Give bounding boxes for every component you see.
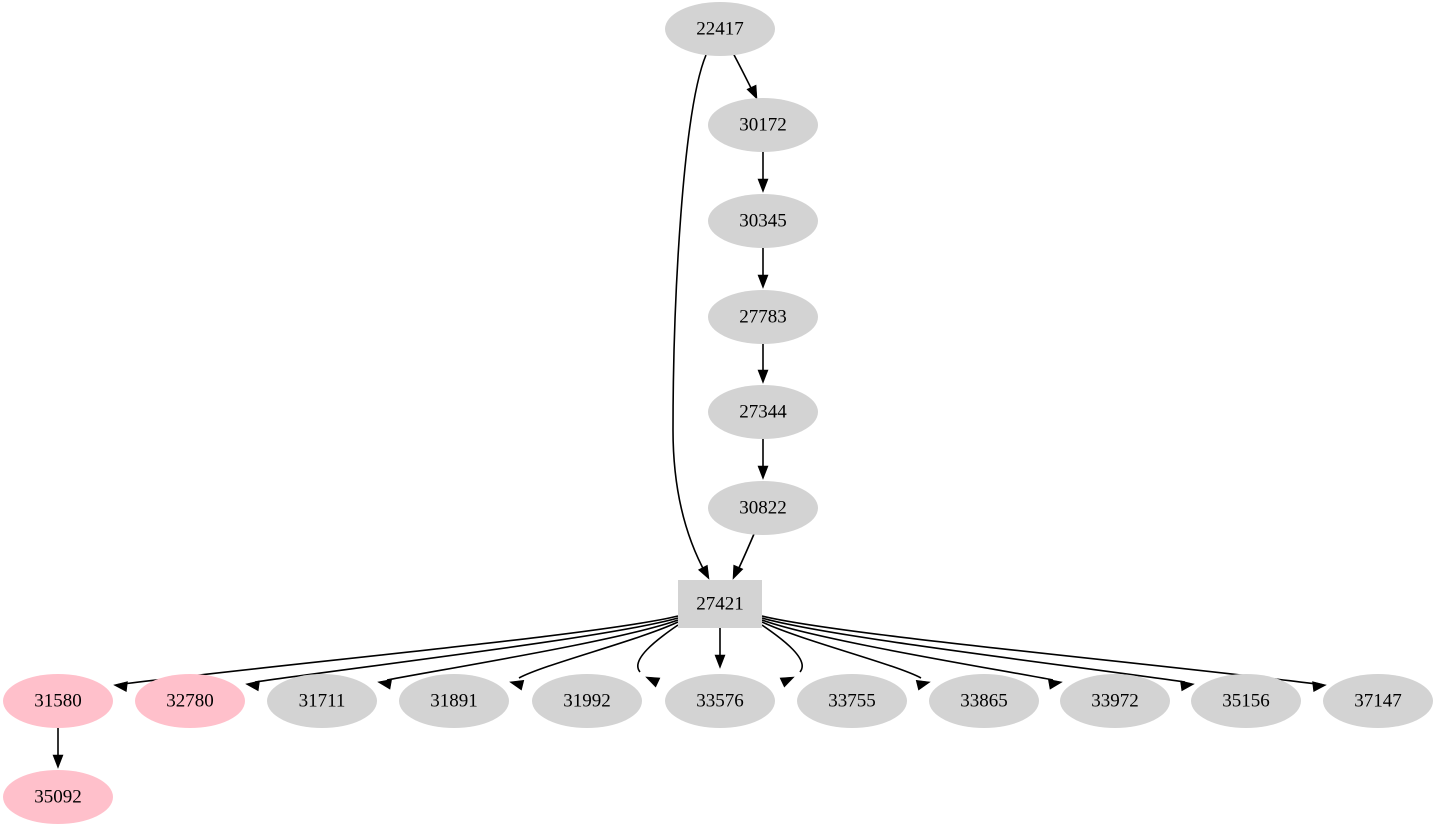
graph-edge (732, 533, 755, 580)
graph-node[interactable]: 33972 (1060, 674, 1170, 728)
edge-line (761, 624, 803, 673)
node-box-shape[interactable] (678, 580, 762, 628)
edge-arrowhead-icon (52, 754, 64, 769)
node-ellipse-shape[interactable] (1323, 674, 1433, 728)
nodes-layer: 22417 30172 30345 27783 27344 30822 27421 31580… (3, 2, 1433, 824)
graph-node[interactable]: 33755 (797, 674, 907, 728)
edge-line (761, 621, 922, 679)
graph-edge (761, 624, 803, 688)
edge-line (761, 617, 1186, 683)
edge-line (761, 619, 1054, 681)
graph-node[interactable]: 27783 (708, 290, 818, 344)
node-ellipse-shape[interactable] (708, 194, 818, 248)
edge-line (637, 624, 679, 673)
graph-node[interactable]: 30172 (708, 98, 818, 152)
node-ellipse-shape[interactable] (3, 674, 113, 728)
edge-arrowhead-icon (757, 178, 769, 193)
graph-edge (761, 619, 1063, 690)
graph-edge (509, 621, 679, 691)
graph-node[interactable]: 37147 (1323, 674, 1433, 728)
graph-edge (377, 619, 679, 690)
graph-node[interactable]: 35156 (1191, 674, 1301, 728)
graph-node[interactable]: 31711 (267, 674, 377, 728)
graph-edge (245, 617, 679, 692)
edge-line (761, 615, 1318, 685)
graph-edge (757, 344, 769, 384)
node-ellipse-shape[interactable] (708, 98, 818, 152)
graph-node[interactable]: 30822 (708, 481, 818, 535)
graph-edge (714, 628, 726, 669)
node-ellipse-shape[interactable] (267, 674, 377, 728)
edge-arrowhead-icon (732, 564, 744, 580)
node-ellipse-shape[interactable] (1191, 674, 1301, 728)
graph-edge (113, 615, 679, 693)
graph-edge (637, 624, 679, 688)
graph-edge (761, 617, 1195, 692)
node-ellipse-shape[interactable] (665, 674, 775, 728)
edge-arrowhead-icon (697, 564, 710, 580)
graph-edge (761, 621, 931, 691)
graph-node[interactable]: 35092 (3, 770, 113, 824)
edge-arrowhead-icon (645, 676, 661, 688)
node-ellipse-shape[interactable] (1060, 674, 1170, 728)
graph-node[interactable]: 27421 (678, 580, 762, 628)
graph-edge (757, 152, 769, 193)
node-ellipse-shape[interactable] (665, 2, 775, 56)
edge-line (518, 621, 679, 679)
edge-arrowhead-icon (714, 654, 726, 669)
node-ellipse-shape[interactable] (3, 770, 113, 824)
edge-arrowhead-icon (757, 274, 769, 289)
graph-node[interactable]: 31891 (399, 674, 509, 728)
node-ellipse-shape[interactable] (532, 674, 642, 728)
graph-node[interactable]: 27344 (708, 385, 818, 439)
edge-arrowhead-icon (1180, 680, 1195, 692)
graph-edge (672, 54, 710, 580)
edge-arrowhead-icon (509, 679, 525, 691)
edge-arrowhead-icon (746, 84, 758, 100)
edge-arrowhead-icon (757, 369, 769, 384)
graph-node[interactable]: 30345 (708, 194, 818, 248)
edge-line (386, 619, 679, 681)
edge-arrowhead-icon (915, 679, 931, 691)
edge-arrowhead-icon (1312, 681, 1327, 693)
graph-edge (757, 248, 769, 289)
edge-arrowhead-icon (113, 681, 128, 693)
node-ellipse-shape[interactable] (797, 674, 907, 728)
edge-arrowhead-icon (377, 678, 393, 690)
node-ellipse-shape[interactable] (708, 481, 818, 535)
node-ellipse-shape[interactable] (708, 385, 818, 439)
node-ellipse-shape[interactable] (399, 674, 509, 728)
graph-node[interactable]: 31992 (532, 674, 642, 728)
edge-line (672, 54, 707, 575)
graph-node[interactable]: 22417 (665, 2, 775, 56)
edges-layer (52, 52, 1327, 769)
node-ellipse-shape[interactable] (135, 674, 245, 728)
graph-node[interactable]: 32780 (135, 674, 245, 728)
edge-arrowhead-icon (779, 676, 795, 688)
graph-edge (52, 728, 64, 769)
node-ellipse-shape[interactable] (929, 674, 1039, 728)
edge-line (254, 617, 679, 683)
edge-arrowhead-icon (245, 680, 260, 692)
graph-edge (757, 439, 769, 480)
graph-node[interactable]: 31580 (3, 674, 113, 728)
edge-arrowhead-icon (757, 465, 769, 480)
node-ellipse-shape[interactable] (708, 290, 818, 344)
edge-line (122, 615, 679, 685)
graph-node[interactable]: 33576 (665, 674, 775, 728)
graph-node[interactable]: 33865 (929, 674, 1039, 728)
graph-edge (732, 52, 758, 100)
edge-arrowhead-icon (1047, 678, 1063, 690)
